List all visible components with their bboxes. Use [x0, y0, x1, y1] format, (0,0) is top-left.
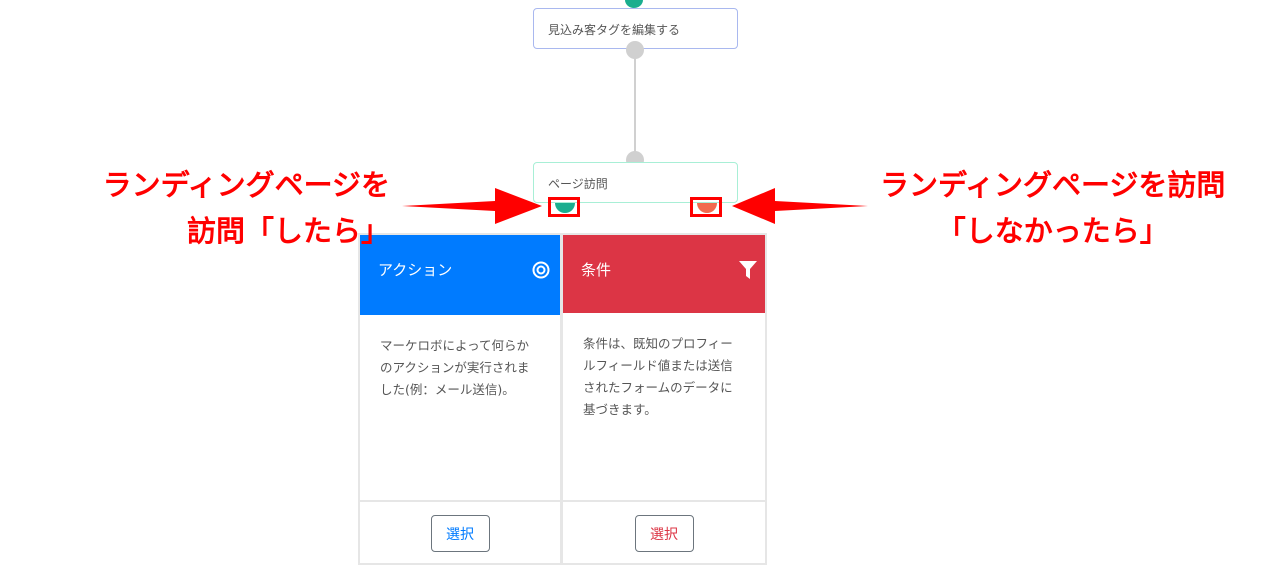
condition-card-header: 条件	[563, 235, 765, 313]
node-label: 見込み客タグを編集する	[548, 23, 681, 37]
annotation-right-line2: 「しなかったら」	[936, 214, 1169, 248]
action-card-header: アクション	[360, 235, 560, 315]
node-page-visit[interactable]: ページ訪問	[533, 162, 738, 203]
condition-card-title: 条件	[581, 261, 612, 279]
action-card: アクション マーケロボによって何らかのアクションが実行されました(例：メール送信…	[358, 233, 562, 565]
node-label: ページ訪問	[548, 177, 608, 191]
arrow-right-annotation	[732, 188, 868, 224]
highlight-box-yes	[548, 197, 580, 217]
condition-select-button[interactable]: 選択	[634, 515, 694, 552]
action-card-title: アクション	[378, 261, 453, 279]
action-card-description: マーケロボによって何らかのアクションが実行されました(例：メール送信)。	[360, 315, 560, 502]
yes-output-handle[interactable]	[555, 203, 575, 213]
annotation-left-line1: ランディングページを	[102, 168, 390, 202]
highlight-box-no	[690, 197, 722, 217]
no-output-handle[interactable]	[697, 203, 717, 213]
target-icon	[532, 261, 550, 279]
top-connector-dot	[625, 0, 643, 8]
arrow-left-annotation	[402, 188, 542, 224]
annotation-left: ランディングページを 訪問「したら」	[103, 162, 390, 254]
annotation-left-line2: 訪問「したら」	[186, 214, 390, 248]
annotation-right: ランディングページを訪問 「しなかったら」	[880, 162, 1225, 254]
filter-icon	[739, 261, 757, 279]
node1-output-dot	[626, 41, 644, 59]
condition-card: 条件 条件は、既知のプロフィールフィールド値または送信されたフォームのデータに基…	[561, 233, 767, 565]
action-select-button[interactable]: 選択	[430, 515, 490, 552]
annotation-right-line1: ランディングページを訪問	[880, 168, 1226, 202]
condition-card-description: 条件は、既知のプロフィールフィールド値または送信されたフォームのデータに基づきま…	[563, 313, 765, 502]
connector-line	[634, 50, 636, 160]
